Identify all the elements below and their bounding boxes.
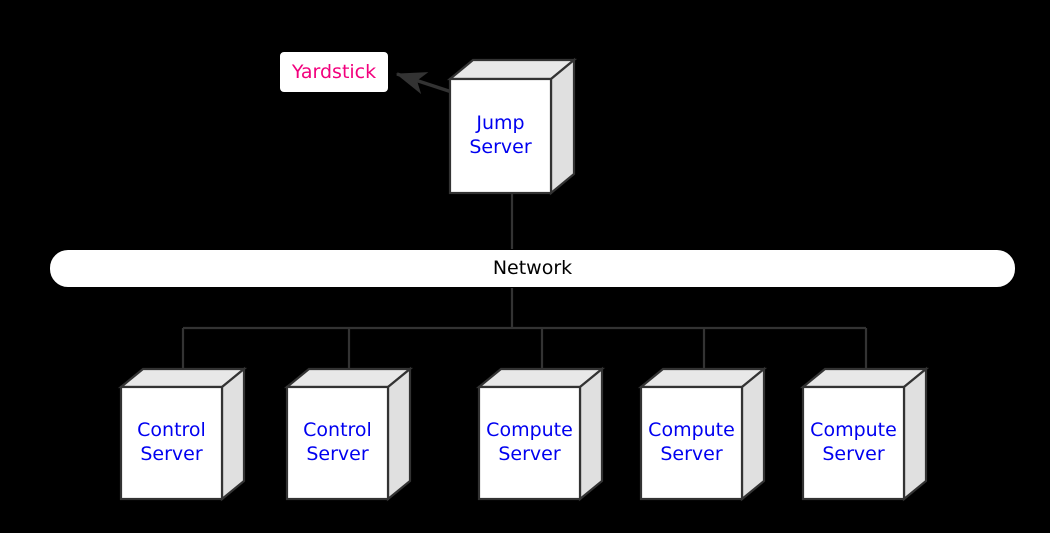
yardstick-node[interactable]: Yardstick [279, 51, 389, 93]
server-node-5[interactable]: Compute Server [799, 366, 930, 502]
cube-front-face [477, 385, 582, 501]
cube-side-face [902, 366, 928, 502]
cube-side-face [220, 366, 246, 502]
cube-side-face [740, 366, 766, 502]
server-node-2[interactable]: Control Server [283, 366, 414, 502]
cube-side-face [386, 366, 412, 502]
cube-front-face [285, 385, 390, 501]
server-node-3[interactable]: Compute Server [475, 366, 606, 502]
cube-front-face [639, 385, 744, 501]
cube-side-face [549, 57, 576, 196]
jump-server-node[interactable]: Jump Server [446, 57, 578, 196]
jump-server-shape [446, 57, 578, 196]
network-node[interactable]: Network [49, 249, 1016, 288]
cube-front-face [801, 385, 906, 501]
server-shape-1 [117, 366, 248, 502]
server-shape-3 [475, 366, 606, 502]
server-node-1[interactable]: Control Server [117, 366, 248, 502]
server-shape-5 [799, 366, 930, 502]
server-node-4[interactable]: Compute Server [637, 366, 768, 502]
cube-front-face [119, 385, 224, 501]
server-shape-2 [283, 366, 414, 502]
cube-front-face [448, 77, 553, 195]
network-label: Network [492, 257, 573, 279]
yardstick-label: Yardstick [291, 60, 377, 83]
server-shape-4 [637, 366, 768, 502]
cube-side-face [578, 366, 604, 502]
